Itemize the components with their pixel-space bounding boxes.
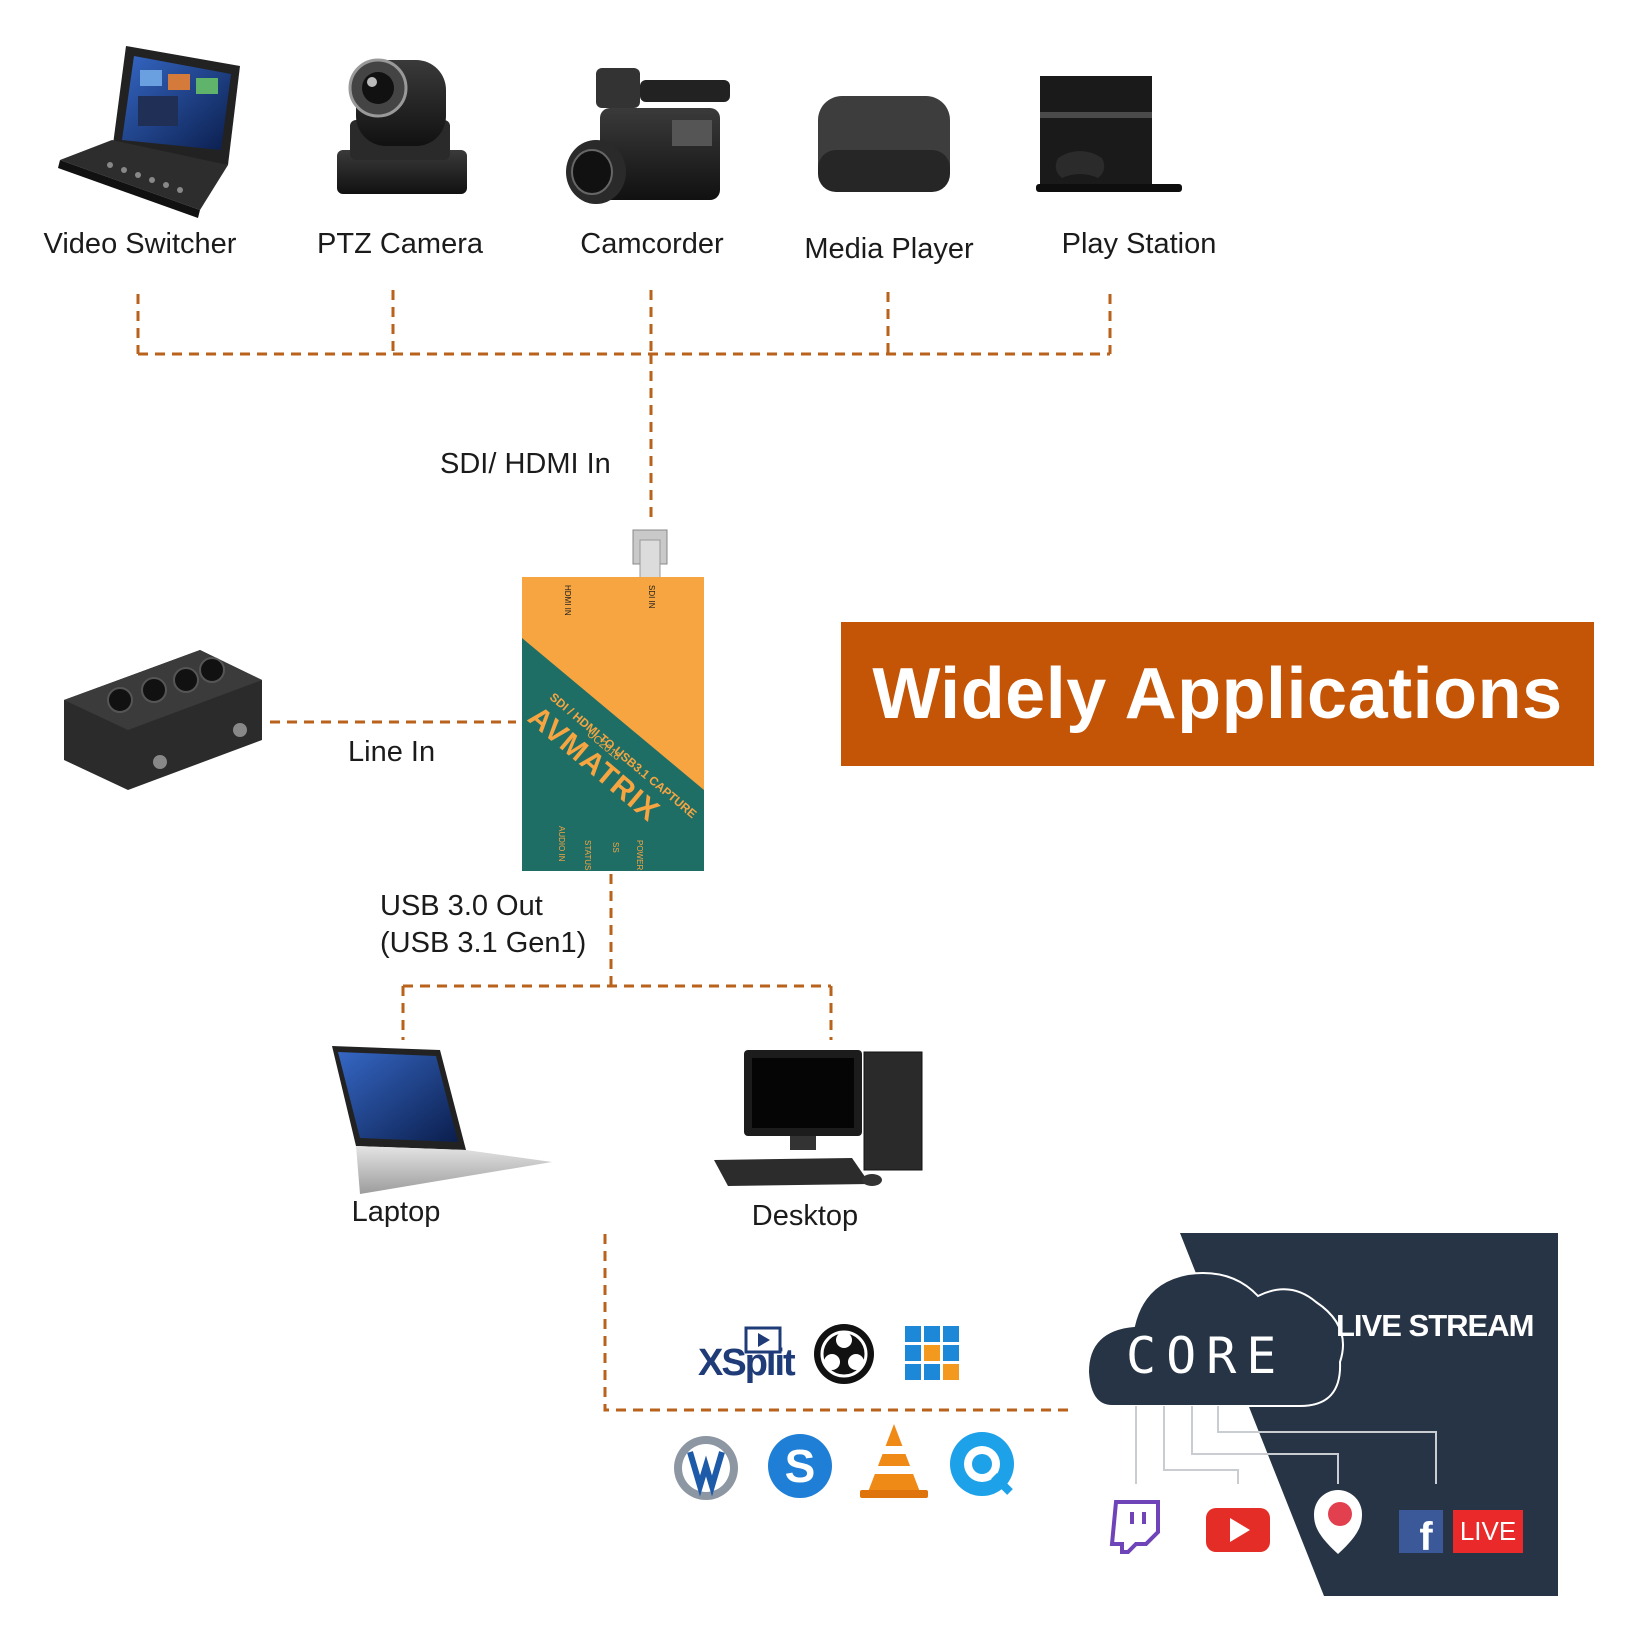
- label-usb-out-line2: (USB 3.1 Gen1): [380, 927, 587, 959]
- capture-port-audio: AUDIO IN: [557, 826, 566, 862]
- label-ptz-camera: PTZ Camera: [317, 228, 483, 260]
- label-camcorder: Camcorder: [580, 228, 724, 260]
- camcorder-image: [566, 68, 730, 204]
- capture-port-status: STATUS: [583, 840, 592, 871]
- live-stream-heading: LIVE STREAM: [1336, 1308, 1534, 1343]
- banner-title: Widely Applications: [872, 654, 1563, 734]
- capture-port-usb: SS: [611, 842, 620, 853]
- media-player-image: [818, 96, 950, 192]
- laptop-image: [332, 1046, 552, 1194]
- video-switcher-image: [58, 46, 240, 218]
- capture-port-power: POWER: [635, 840, 644, 871]
- facebook-live-badge: LIVE: [1453, 1510, 1523, 1553]
- label-laptop: Laptop: [351, 1196, 441, 1228]
- cloud-shape: [1086, 1272, 1344, 1407]
- cloud-core-text: CORE: [1126, 1327, 1287, 1385]
- label-video-switcher: Video Switcher: [43, 228, 237, 260]
- xsplit-icon: XSplit: [698, 1342, 796, 1384]
- desktop-image: [714, 1050, 923, 1186]
- stream-tree-lines: [1135, 1406, 1437, 1484]
- label-sdi-hdmi-in: SDI/ HDMI In: [440, 448, 611, 480]
- ptz-camera-image: [337, 58, 467, 194]
- title-banner: Widely Applications: [841, 622, 1594, 766]
- audio-mixer-image: [64, 650, 262, 790]
- label-usb-out: USB 3.0 Out (USB 3.1 Gen1): [380, 888, 586, 962]
- label-usb-out-line1: USB 3.0 Out: [380, 890, 543, 922]
- label-line-in: Line In: [348, 736, 436, 768]
- capture-device: [522, 529, 704, 871]
- capture-port-hdmi: HDMI IN: [563, 585, 572, 616]
- label-media-player: Media Player: [804, 233, 974, 265]
- label-play-station: Play Station: [1061, 228, 1217, 260]
- label-desktop: Desktop: [751, 1200, 859, 1232]
- play-station-image: [1036, 76, 1182, 192]
- connector-lines: [136, 290, 1112, 1412]
- connector-software: [603, 1234, 1072, 1412]
- capture-port-sdi: SDI IN: [647, 585, 656, 609]
